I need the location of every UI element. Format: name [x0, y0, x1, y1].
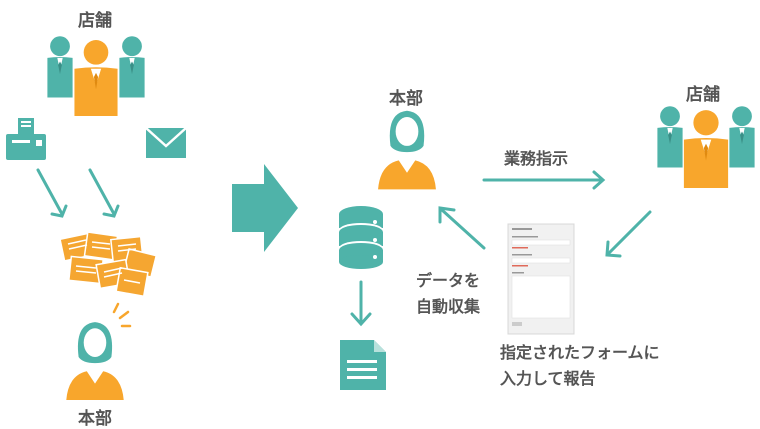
instruction-label: 業務指示	[504, 149, 569, 168]
left-hq-label: 本部	[78, 409, 112, 429]
fax-icon	[6, 118, 46, 160]
store-to-form-arrow	[605, 210, 652, 258]
right-store-label: 店舗	[686, 85, 720, 105]
hq-woman-icon	[378, 110, 436, 190]
left-arrow-mail	[88, 168, 120, 218]
right-people-icon	[657, 106, 755, 188]
database-icon	[339, 206, 383, 269]
mail-icon	[145, 127, 187, 158]
right-hq-label: 本部	[389, 89, 423, 109]
collect-label-line2: 自動収集	[416, 297, 481, 316]
report-label-line2: 入力して報告	[500, 369, 596, 388]
document-icon	[340, 340, 386, 390]
big-arrow-right-icon	[232, 164, 298, 252]
form-icon	[507, 223, 575, 335]
left-people-icon	[47, 36, 145, 116]
left-store-label: 店舗	[78, 11, 112, 31]
paper-pile-icon	[59, 231, 158, 298]
form-to-hq-arrow	[438, 206, 486, 250]
report-label-line1: 指定されたフォームに	[500, 343, 660, 362]
worried-woman-icon	[66, 302, 132, 400]
db-to-doc-arrow	[350, 280, 372, 327]
report-label: 指定されたフォームに 入力して報告	[500, 340, 660, 392]
instruction-arrow	[482, 170, 606, 190]
collect-label-line1: データを	[416, 271, 481, 290]
left-arrow-fax	[36, 168, 68, 218]
collect-label: データを 自動収集	[416, 268, 480, 320]
